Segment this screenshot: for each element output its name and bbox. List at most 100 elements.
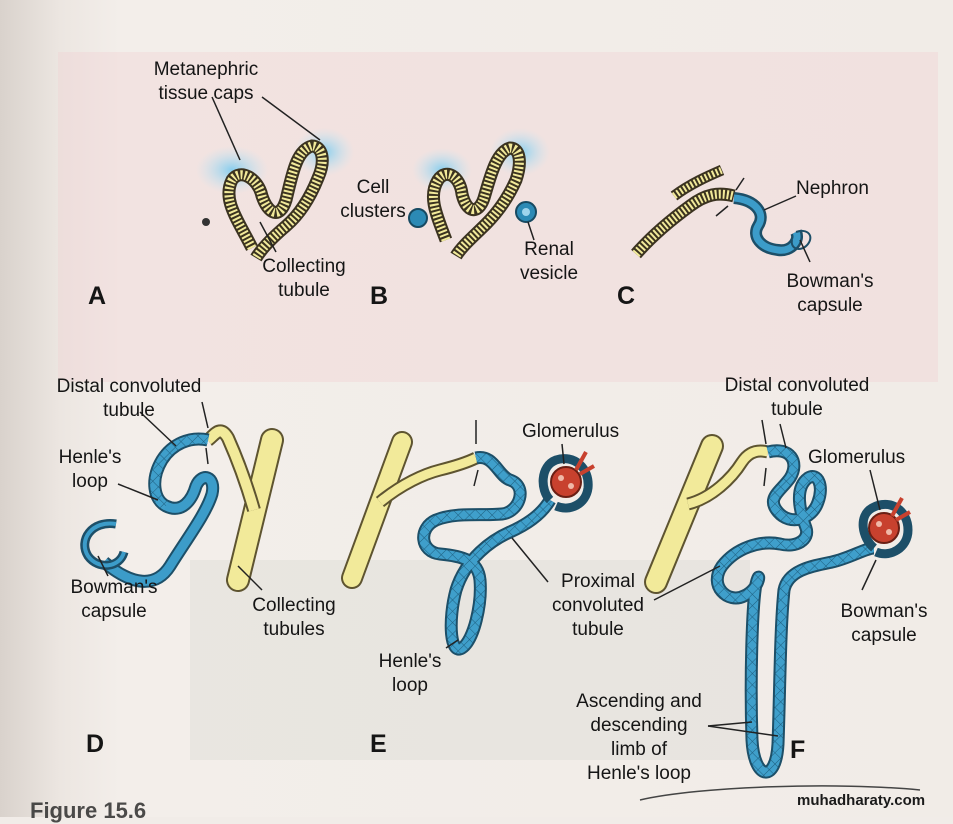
label-glomerulus-e: Glomerulus [522,421,620,442]
watermark: muhadharaty.com [797,792,926,809]
cell-cluster [408,208,428,228]
glomerulus-f-vessels [890,497,911,522]
label-cell-clusters: Cell clusters [338,176,408,224]
collecting-duct-e [343,433,411,587]
arrow-d-top [201,401,209,429]
label-collecting-tubules: Collecting tubules [236,594,352,642]
label-line: Distal convoluted [56,376,202,397]
pointer-renal-vesicle [527,221,535,241]
label-line: convoluted [552,595,644,616]
label-metanephric-tissue-caps: Metanephric tissue caps [140,58,272,106]
label-line: Distal convoluted [724,375,870,396]
pointer-bowmans-c [799,239,811,263]
label-distal-convoluted-f: Distal convoluted tubule [704,374,890,422]
pointer-metanephric-right [261,96,321,141]
collecting-tubule-c [632,189,736,257]
pointer-bowmans-f [861,559,877,591]
label-line: tubule [771,399,823,420]
glomerulus-e-capillary [568,483,574,489]
label-line: Collecting [262,256,346,277]
bowmans-capsule-c [790,230,812,250]
label-bowmans-capsule-d: Bowman's capsule [56,576,172,624]
pointer-metanephric-left [211,96,241,161]
tissue-speck [202,218,210,226]
collecting-tubule-a [224,141,327,261]
label-henles-loop-e: Henle's loop [362,650,458,698]
label-line: Henle's loop [587,763,691,784]
arrow-f-bottom [763,467,767,487]
glomerulus-f-capillary [876,521,882,527]
label-henles-loop-d: Henle's loop [50,446,130,494]
label-line: vesicle [519,263,579,284]
label-line: Renal [524,239,574,260]
pointer-glomerulus-e [561,443,565,465]
nephron-f [712,446,875,777]
panel-c-drawing [631,164,812,259]
collecting-duct-f [646,436,722,592]
nephron-e [419,453,554,654]
arrow-e-bottom [473,469,479,487]
label-line: limb of [611,739,667,760]
pointer-proximal [511,537,549,583]
label-proximal-convoluted-tubule: Proximal convoluted tubule [536,570,660,642]
renal-vesicle-lumen [522,208,530,216]
label-ascending-descending-limb: Ascending and descending limb of Henle's… [558,690,720,786]
panel-letter-a: A [88,282,107,310]
label-line: loop [392,675,428,696]
label-line: Bowman's [70,577,158,598]
pointer-ascending-right [707,725,779,737]
glomerulus-e [550,466,582,498]
panel-letter-d: D [86,730,105,758]
label-line: descending [590,715,688,736]
pointer-distal-d [139,411,177,447]
label-line: tubule [278,280,330,301]
label-line: capsule [81,601,147,622]
label-distal-convoluted-d: Distal convoluted tubule [36,375,222,423]
label-line: Henle's [58,447,122,468]
collecting-branch-f [686,446,770,509]
pointer-nephron [763,195,797,211]
collecting-tubule-b [428,143,524,259]
label-line: Bowman's [786,271,874,292]
panel-b-drawing [408,128,550,260]
decorative-swoosh [639,785,921,801]
pointer-ascending-left [707,721,753,727]
pointer-collecting-tubule [259,221,277,253]
label-line: capsule [797,295,863,316]
arrow-f-top [761,419,767,445]
label-bowmans-capsule-c: Bowman's capsule [772,270,888,318]
collecting-tubule-c-branch [671,166,724,199]
label-line: Proximal [561,571,635,592]
glomerulus-e-vessels [574,451,595,476]
panel-e-drawing [341,420,595,656]
bowmans-capsule-d-inner [82,521,126,568]
label-line: tubules [263,619,325,640]
panel-a-drawing [196,128,354,262]
collecting-branch-e [377,453,479,506]
label-nephron: Nephron [796,178,869,199]
panel-d-drawing [80,401,284,592]
figure-caption: Figure 15.6 [30,798,147,823]
label-line: Collecting [252,595,336,616]
label-line: Ascending and [576,691,702,712]
label-line: tissue caps [158,83,254,104]
glomerulus-e-capillary [558,475,564,481]
pointer-proximal-f [653,565,721,601]
panel-f-drawing [644,419,913,779]
glomerulus-f [868,512,900,544]
nephron-c [733,194,801,254]
pointer-henle-e [445,639,459,649]
label-line: tubule [103,400,155,421]
label-glomerulus-f: Glomerulus [808,447,906,468]
label-line: loop [72,471,108,492]
pointer-collecting-tubules [237,565,263,591]
label-line: Cell [356,177,390,198]
panel-letter-b: B [370,282,389,310]
distal-tubule-d [150,434,209,511]
collecting-branch-d [204,426,259,512]
pointer-glomerulus-f [869,469,881,511]
label-line: clusters [340,201,406,222]
glomerulus-f-capillary [886,529,892,535]
